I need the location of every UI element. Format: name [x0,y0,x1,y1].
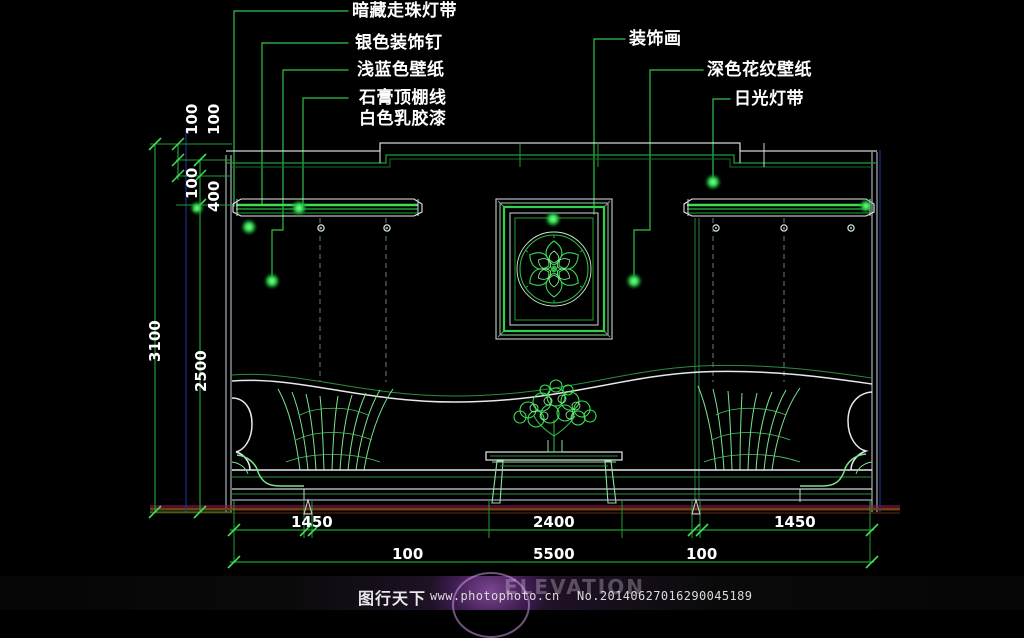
dimension-text-v1: 100 [183,103,201,135]
dimension-text-h6: 100 [686,545,718,563]
dimension-horizontal-inner [227,523,879,537]
sofa-arm-right [800,391,873,487]
sofa-seat-frame [232,469,872,502]
sofa-tufting-right-arcs [703,407,801,463]
cornice-left [232,198,423,217]
dimension-text-h3: 1450 [774,513,816,531]
dimension-text-v2: 100 [205,103,223,135]
leader-lines-right [593,38,731,277]
annotation-label-light-blue-wallpaper: 浅蓝色壁纸 [357,60,445,80]
watermark-url: www.photophoto.cn [430,589,560,603]
floor-lines [150,505,900,514]
drawing-title-watermark: ELEVATION [504,575,645,599]
decorative-picture-frame [495,198,613,340]
annotation-label-decorative-painting: 装饰画 [629,29,682,49]
sofa-tufting-left [277,388,394,471]
dimension-vertical-3100 [148,137,162,519]
construction-lines [185,130,881,512]
dimension-text-v4: 400 [205,180,223,212]
watermark-number: No.20140627016290045189 [577,589,753,603]
sofa-width-guides [303,498,701,515]
cornice-right [683,198,875,217]
sofa-tufting-left-arcs [285,407,381,463]
ceiling-profile [226,142,877,168]
decorative-nail-studs-inner [320,227,852,229]
floral-medallion-motif [516,231,592,307]
dimension-text-h5: 5500 [533,545,575,563]
dimension-extension-lines [150,143,232,513]
dimension-text-v3: 100 [183,167,201,199]
wall-panel-edge-lines [694,218,700,500]
sofa-arm-left [231,397,304,487]
leader-endpoint-dots [191,175,872,288]
leader-lines-left [233,10,349,277]
annotation-label-gypsum-ceiling-line: 石膏顶棚线 [359,88,447,108]
annotation-label-dark-pattern-wallpaper: 深色花纹壁纸 [707,60,812,80]
elevation-vector-drawing [148,10,900,569]
annotation-label-concealed-light-strip: 暗藏走珠灯带 [352,1,457,21]
sofa-back-outline [231,364,873,403]
dimension-vertical-small [171,137,207,183]
dimension-text-v5: 3100 [146,320,164,362]
dimension-text-v6: 2500 [192,350,210,392]
dimension-horizontal-outer [227,555,879,569]
sofa-tufting-right [697,385,801,471]
watermark-site-name-cn: 图行天下 [358,589,427,608]
dimension-text-h1: 1450 [291,513,333,531]
flower-arrangement [513,379,597,453]
dimension-text-h4: 100 [392,545,424,563]
dimension-text-h2: 2400 [533,513,575,531]
annotation-label-silver-decorative-nail: 银色装饰钉 [355,33,443,53]
wall-outline [225,152,878,512]
annotation-label-daylight-strip: 日光灯带 [734,89,804,109]
decorative-nail-studs [317,224,855,232]
annotation-label-white-latex-paint: 白色乳胶漆 [359,109,447,129]
wall-panel-hidden-lines [319,218,785,382]
